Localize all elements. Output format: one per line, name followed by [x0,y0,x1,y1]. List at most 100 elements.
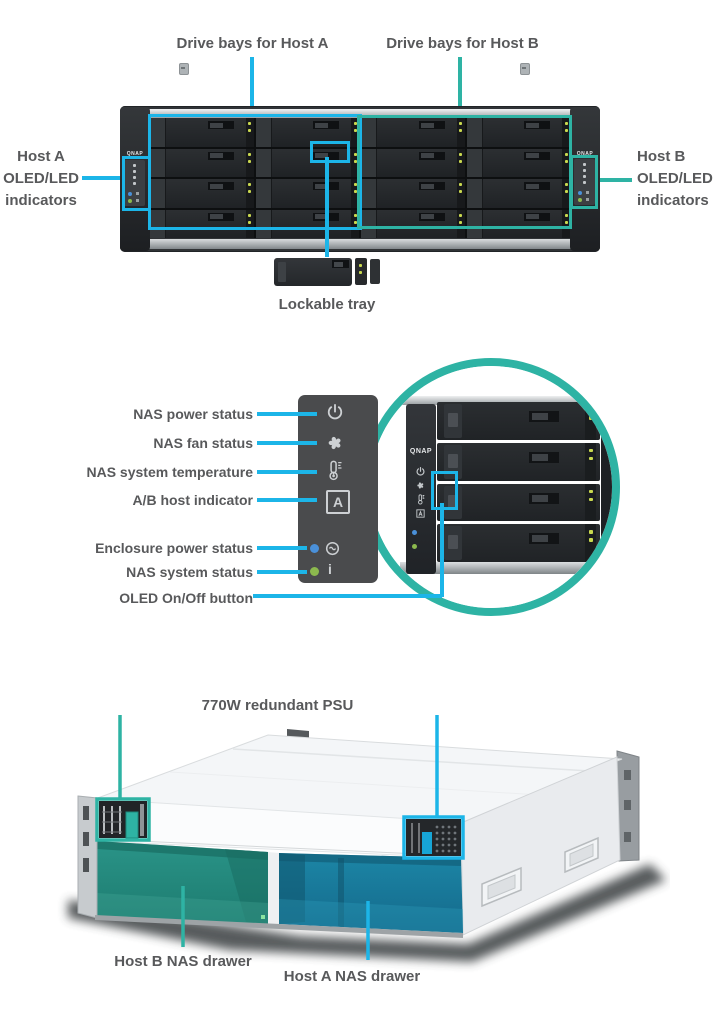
qnap-logo: QNAP [409,448,433,455]
mini-host-indicator-icon [133,182,136,185]
highlight-box-host-b-indicators [570,155,598,209]
callout-line-system-status [257,570,307,574]
mini-enclosure-power-led [128,192,132,196]
callout-line-host-a-indicators [82,176,122,180]
mag-temperature-icon [418,494,425,505]
label-host-a-indicators: Host A OLED/LED indicators [3,148,79,209]
chassis-base-edge [95,915,463,938]
callout-line-temperature [257,470,317,474]
drive-tray [150,148,254,177]
label-drive-bays-host-a: Drive bays for Host A [176,35,329,52]
power-icon [327,404,343,420]
mag-drive-tray [437,442,600,481]
lockable-tray-image [274,256,382,289]
mini-info-icon [136,199,139,202]
callout-line-drive-bays-a [250,57,254,118]
chassis-top-rail [146,109,574,118]
highlight-box-host-b-bays [357,115,572,229]
chassis-shadow [68,864,666,962]
drive-tray [466,148,570,177]
drive-tray [361,179,465,208]
indicator-panel: A i [298,395,378,583]
callout-line-host-b-indicators [592,178,632,182]
host-b-drawer-opening [97,841,268,924]
label-ab-host-indicator: A/B host indicator [132,492,253,508]
label-nas-system-status: NAS system status [126,564,253,580]
mag-bottom-rail [400,562,590,574]
oled-led-minipanel-a [124,160,145,206]
callout-line-lockable-tray [325,157,329,257]
highlight-box-host-a-bays [148,114,362,230]
mini-temperature-icon [133,176,136,179]
label-enclosure-power-status: Enclosure power status [95,540,253,556]
label-nas-power-status: NAS power status [133,406,253,422]
label-lockable-tray: Lockable tray [278,296,376,313]
qnap-logo: QNAP [126,151,144,157]
callout-line-drive-bays-b [458,57,462,118]
right-ear-panel: QNAP [570,107,600,251]
mini-ac-icon [586,191,589,194]
highlight-box-psu-right [402,815,465,860]
fan-icon [327,436,341,450]
mag-enclosure-power-led [412,530,417,535]
callout-line-psu-left [118,715,122,799]
drive-tray [466,118,570,147]
host-a-drawer-opening [279,853,463,933]
mini-host-indicator-icon [583,181,586,184]
label-nas-system-temperature: NAS system temperature [86,464,253,480]
highlight-box-oled-button [431,471,458,510]
mini-enclosure-power-led [578,191,582,195]
mini-fan-icon [133,170,136,173]
label-oled-on-off-button: OLED On/Off button [119,590,253,606]
info-icon: i [328,561,332,577]
callout-line-psu-right [435,715,439,817]
drive-tray [361,118,465,147]
chassis-bottom-rail [146,239,574,249]
handle-screw-right [520,63,530,75]
mag-drive-tray [437,483,600,522]
label-psu: 770W redundant PSU [201,697,354,714]
mag-adjacent-bays [601,402,612,574]
magnified-view: QNAP [370,366,612,608]
mag-drive-trays [437,402,600,562]
mag-host-indicator-icon [416,509,425,518]
oled-led-minipanel-b [574,159,595,205]
callout-line-host-indicator [257,498,317,502]
label-drive-bays-host-b: Drive bays for Host B [386,35,539,52]
chassis-isometric-view [68,715,666,962]
mini-temperature-icon [583,175,586,178]
highlight-box-lockable-latch [310,141,350,163]
handle-screw-left [179,63,189,75]
label-host-b-drawer: Host B NAS drawer [114,953,252,970]
psu-left-latch [125,811,139,839]
mag-status-led [412,544,417,549]
temperature-icon [329,460,342,481]
callout-line-oled-button-vertical [440,503,444,597]
mini-fan-icon [583,169,586,172]
mini-status-led [578,198,582,202]
mag-fan-icon [416,482,424,489]
callout-line-power [257,412,317,416]
ac-power-icon [325,541,340,556]
drive-tray [255,209,359,238]
mini-ac-icon [136,192,139,195]
callout-line-oled-button [253,594,442,598]
drive-tray [255,118,359,147]
system-status-led [310,567,319,576]
enclosure-power-led [310,544,319,553]
drive-tray [150,179,254,208]
host-indicator-icon: A [326,490,350,514]
psu-right [406,819,461,856]
callout-line-enclosure-power [257,546,307,550]
label-nas-fan-status: NAS fan status [153,435,253,451]
mag-power-icon [416,467,425,476]
drive-tray [466,209,570,238]
drive-tray [466,179,570,208]
drive-tray [255,179,359,208]
callout-line-fan [257,441,317,445]
mag-top-rail [398,396,594,405]
highlight-box-host-a-indicators [122,156,151,211]
drive-tray [361,209,465,238]
mini-power-icon [583,163,586,166]
